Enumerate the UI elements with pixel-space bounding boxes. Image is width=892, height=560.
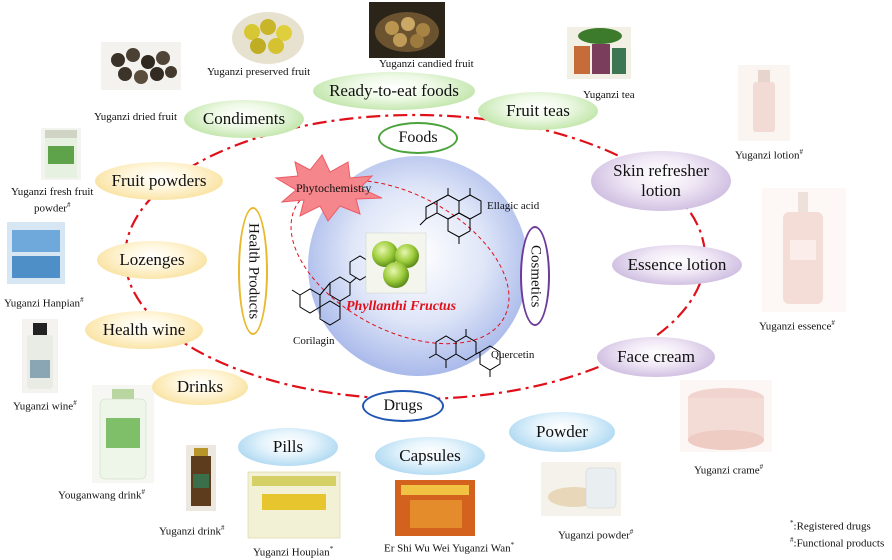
legend-functional: #:Functional products [790, 535, 885, 550]
caption-fresh-fruit-powder-line2: powder [33, 202, 67, 215]
category-powder[interactable]: Powder [509, 412, 615, 452]
caption-preserved-fruit: Yuganzi preserved fruit [207, 66, 311, 78]
sector-cosmetics[interactable]: Cosmetics [520, 226, 550, 326]
functional-mark: # [66, 201, 71, 209]
functional-mark: # [799, 148, 803, 156]
caption-fresh-fruit-powder: Yuganzi fresh fruit powder# [11, 186, 93, 216]
legend: *:Registered drugs #:Functional products [790, 517, 884, 550]
compound-ellagic-acid: Ellagic acid [487, 200, 540, 212]
category-ready-to-eat-foods[interactable]: Ready-to-eat foods [313, 72, 475, 110]
caption-powder: Yuganzi powder# [558, 526, 633, 543]
compound-corilagin: Corilagin [293, 335, 335, 347]
caption-essence: Yuganzi essence# [759, 317, 835, 334]
legend-functional-text: Functional products [796, 537, 885, 550]
compound-quercetin: Quercetin [491, 349, 535, 361]
functional-mark: # [759, 463, 764, 471]
caption-hanpian: Yuganzi Hanpian# [4, 294, 84, 311]
caption-powder-text: Yuganzi powder [558, 529, 630, 542]
functional-mark: # [141, 488, 146, 496]
caption-essence-text: Yuganzi essence [759, 320, 832, 333]
caption-er-shi-wu-wei-yuganzi-wan: Er Shi Wu Wei Yuganzi Wan* [384, 539, 514, 556]
functional-mark: # [80, 296, 84, 304]
caption-yuganzi-drink-text: Yuganzi drink [159, 525, 222, 538]
er-shi-wu-wei-yuganzi-wan-photo [395, 480, 475, 536]
caption-wine: Yuganzi wine# [13, 397, 77, 414]
functional-mark: # [629, 528, 634, 536]
category-skin-refresher-lotion-label: Skin refresher lotion [613, 161, 709, 200]
hanpian-photo [7, 222, 65, 284]
sector-health-products-label: Health Products [245, 222, 262, 320]
wine-photo [22, 319, 58, 393]
youganwang-drink-photo [92, 385, 154, 483]
caption-hanpian-text: Yuganzi Hanpian [4, 297, 81, 310]
center-title: Phyllanthi Fructus [346, 299, 457, 314]
caption-fresh-fruit-powder-line1: Yuganzi fresh fruit [11, 186, 94, 198]
caption-houpian: Yuganzi Houpian* [253, 543, 333, 560]
category-skin-refresher-lotion[interactable]: Skin refresher lotion [591, 151, 731, 211]
caption-houpian-text: Yuganzi Houpian [253, 546, 330, 559]
corilagin-structure [291, 255, 371, 326]
caption-lotion-text: Yuganzi lotion [735, 149, 800, 162]
category-pills[interactable]: Pills [238, 428, 338, 466]
ellagic-acid-structure [419, 188, 482, 244]
caption-yuganzi-drink: Yuganzi drink# [159, 522, 225, 539]
functional-mark: # [221, 524, 225, 532]
fresh-fruit-powder-photo [41, 128, 81, 180]
functional-mark: # [831, 319, 835, 327]
category-health-wine[interactable]: Health wine [85, 311, 203, 349]
legend-registered-text: Registered drugs [796, 520, 871, 533]
category-fruit-powders[interactable]: Fruit powders [95, 162, 223, 200]
caption-crame-text: Yuganzi crame [694, 464, 760, 477]
caption-youganwang-drink-text: Youganwang drink [58, 489, 142, 502]
caption-youganwang-drink: Youganwang drink# [58, 486, 145, 503]
tea-photo [567, 27, 631, 79]
candied-fruit-photo [369, 2, 445, 58]
houpian-photo [247, 471, 341, 539]
caption-tea: Yuganzi tea [583, 89, 635, 101]
inner-ellipse [290, 179, 510, 345]
caption-lotion: Yuganzi lotion# [735, 146, 803, 163]
caption-dried-fruit: Yuganzi dried fruit [94, 111, 178, 123]
registered-mark: * [790, 519, 794, 527]
yuganzi-drink-photo [186, 445, 216, 511]
category-drinks[interactable]: Drinks [152, 369, 248, 405]
functional-mark: # [790, 535, 794, 544]
registered-mark: * [329, 545, 334, 553]
category-essence-lotion[interactable]: Essence lotion [612, 245, 742, 285]
phytochemistry-label: Phytochemistry [296, 181, 372, 195]
quercetin-structure [428, 329, 501, 377]
caption-wine-text: Yuganzi wine [13, 400, 74, 413]
phytochemistry-starburst [274, 154, 383, 222]
category-condiments[interactable]: Condiments [184, 100, 304, 138]
essence-photo [762, 188, 846, 312]
caption-crame: Yuganzi crame# [694, 461, 763, 478]
powder-photo [541, 462, 621, 516]
legend-registered: *:Registered drugs [790, 519, 871, 533]
category-face-cream[interactable]: Face cream [597, 337, 715, 377]
preserved-fruit-photo [232, 12, 304, 64]
functional-mark: # [73, 399, 77, 407]
category-capsules[interactable]: Capsules [375, 437, 485, 475]
lotion-photo [738, 65, 790, 141]
sector-health-products[interactable]: Health Products [238, 207, 268, 335]
registered-mark: * [510, 541, 515, 549]
caption-candied-fruit: Yuganzi candied fruit [379, 58, 474, 70]
dried-fruit-photo [101, 42, 181, 90]
sector-drugs[interactable]: Drugs [362, 390, 444, 422]
phyllanthi-fruit-photo [365, 232, 427, 294]
sector-foods[interactable]: Foods [378, 122, 458, 154]
crame-photo [680, 380, 772, 452]
category-lozenges[interactable]: Lozenges [97, 241, 207, 279]
caption-wan-text: Er Shi Wu Wei Yuganzi Wan [384, 542, 511, 555]
sector-cosmetics-label: Cosmetics [527, 244, 544, 308]
category-fruit-teas[interactable]: Fruit teas [478, 92, 598, 130]
